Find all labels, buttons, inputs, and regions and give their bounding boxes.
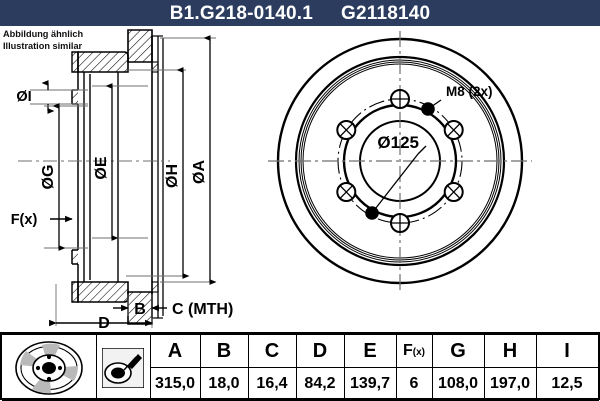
table-header-row: A B C D E F(x) G H I: [2, 334, 599, 401]
dimension-c: C (MTH): [172, 301, 233, 318]
label-c: C (MTH): [172, 301, 233, 318]
face-view: M8 (2x) Ø125: [268, 31, 532, 292]
part-number: B1.G218-0140.1: [169, 2, 313, 24]
bolt-hole-lower-right: [443, 182, 464, 202]
section-pilot-wall: [71, 72, 79, 282]
table-header-c: C: [247, 334, 297, 368]
pcd-leader: Ø125: [371, 133, 427, 214]
header-bar: B1.G218-0140.1 G2118140: [0, 0, 600, 26]
dimension-b: B: [113, 294, 167, 318]
label-m8: M8 (2x): [446, 84, 493, 99]
table-value-b: 18,0: [199, 367, 249, 401]
label-diameter-a: ØA: [191, 160, 208, 184]
technical-drawing: ØI ØG ØE: [0, 26, 600, 332]
disc-illustration-cell: [2, 334, 97, 401]
dimension-diameter-a: ØA: [160, 34, 217, 286]
notice-line-de: Abbildung ähnlich: [3, 29, 84, 39]
bolt-hole-upper-right: [443, 120, 464, 140]
dimension-diameter-e: ØE: [92, 82, 148, 242]
section-shoulder-upper: [77, 51, 129, 73]
section-friction-ring: [151, 35, 164, 319]
table-header-i: I: [535, 334, 599, 368]
measure-illustration-cell: [95, 334, 151, 401]
fx-base: F: [402, 342, 413, 359]
dimension-diameter-h: ØH: [126, 66, 190, 280]
bolt-hole-bottom: [390, 213, 410, 233]
label-diameter-i: ØI: [16, 89, 31, 105]
table-value-h: 197,0: [483, 367, 537, 401]
section-flange-lower: [71, 281, 79, 303]
specification-table: A B C D E F(x) G H I 315,0 18,0 16,4 84,…: [0, 332, 600, 401]
bolt-hole-top: [390, 89, 410, 109]
section-shoulder-lower: [77, 281, 129, 303]
table-header-d: D: [295, 334, 345, 368]
dimension-d: D: [49, 284, 153, 332]
m8-leader: M8 (2x): [427, 84, 493, 110]
bolt-hole-upper-left: [336, 120, 357, 140]
table-header-h: H: [483, 334, 537, 368]
table-value-g: 108,0: [431, 367, 485, 401]
label-b: B: [134, 301, 146, 318]
label-f-x: F(x): [11, 212, 38, 228]
table-value-c: 16,4: [247, 367, 297, 401]
fx-sub: (x): [412, 347, 425, 358]
table-value-fx: 6: [395, 367, 433, 401]
dimension-diameter-g: ØG: [40, 102, 88, 252]
table-header-fx: F(x): [395, 334, 433, 368]
label-diameter-e: ØE: [93, 156, 110, 179]
table-header-a: A: [149, 334, 201, 368]
section-hat-upper: [127, 29, 153, 63]
table-value-d: 84,2: [295, 367, 345, 401]
label-diameter-g: ØG: [40, 165, 57, 190]
table-header-g: G: [431, 334, 485, 368]
article-number: G2118140: [340, 2, 431, 24]
dimension-f-x: F(x): [11, 212, 73, 228]
label-diameter-h: ØH: [164, 164, 181, 188]
notice-line-en: Illustration similar: [3, 40, 83, 51]
table-header-b: B: [199, 334, 249, 368]
section-flange-upper: [71, 51, 79, 73]
table-value-a: 315,0: [149, 367, 201, 401]
brake-disc-icon: [14, 340, 83, 395]
illustration-notice: Abbildung ähnlich Illustration similar: [3, 29, 143, 52]
cross-section-view: ØI ØG ØE: [11, 29, 233, 332]
table-value-i: 12,5: [535, 367, 599, 401]
table-header-e: E: [343, 334, 397, 368]
caliper-measure-icon: [102, 347, 144, 388]
label-pcd: Ø125: [377, 133, 419, 152]
label-d: D: [98, 315, 110, 332]
table-value-e: 139,7: [343, 367, 397, 401]
bolt-hole-lower-left: [336, 182, 357, 202]
